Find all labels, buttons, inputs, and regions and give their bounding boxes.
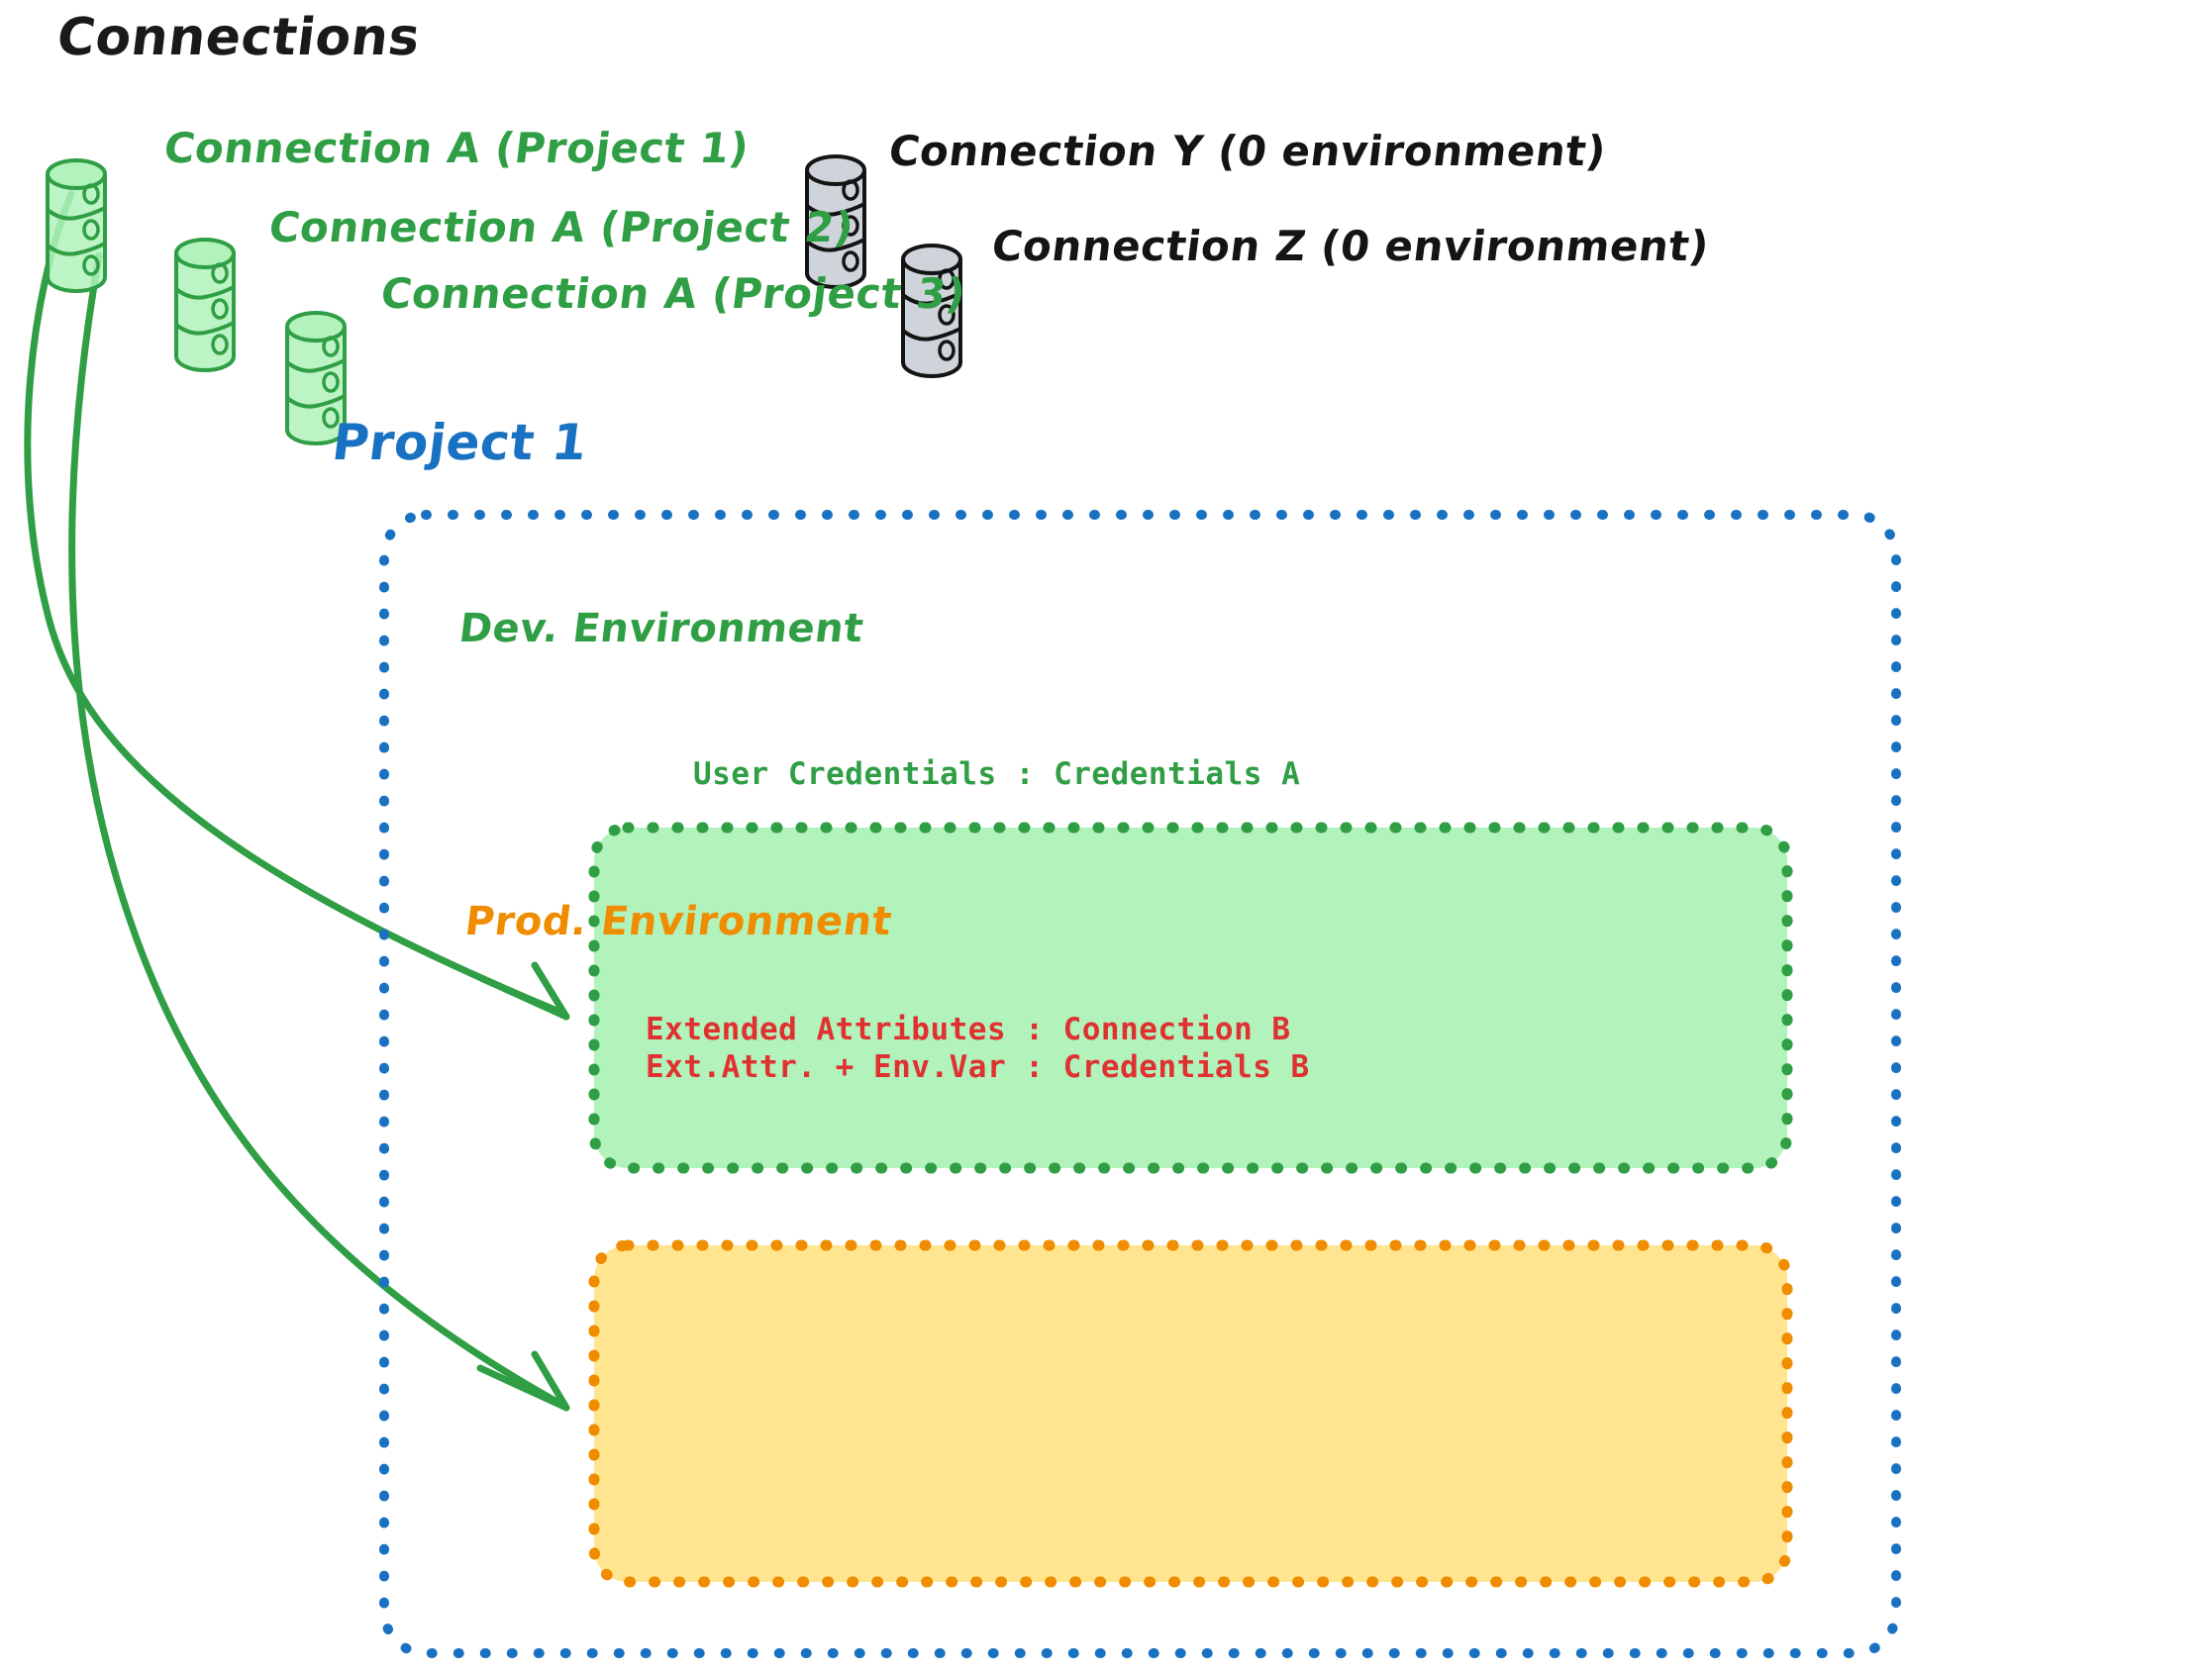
prod-environment-title: Prod. Environment bbox=[462, 899, 895, 944]
dev-environment-entry-user-credentials: User Credentials : Credentials A bbox=[693, 756, 1301, 792]
arrow-connection-a-to-prod bbox=[68, 251, 570, 1412]
arrow-connection-a-to-dev bbox=[24, 190, 570, 1021]
connection-label-y: Connection Y (0 environment) bbox=[885, 127, 1609, 175]
database-cylinder-icon-connection-a-1 bbox=[46, 158, 107, 293]
database-cylinder-icon-connection-a-3 bbox=[285, 311, 347, 445]
project-title: Project 1 bbox=[329, 414, 591, 471]
connection-label-a-project-1: Connection A (Project 1) bbox=[160, 124, 753, 172]
dev-environment-title: Dev. Environment bbox=[456, 606, 866, 651]
database-cylinder-icon-connection-a-2 bbox=[174, 238, 236, 372]
dev-environment-box bbox=[588, 822, 1793, 1174]
prod-environment-box bbox=[588, 1239, 1793, 1588]
connection-label-a-project-2: Connection A (Project 2) bbox=[265, 203, 857, 251]
database-cylinder-icon-connection-z bbox=[901, 244, 962, 378]
connection-label-z: Connection Z (0 environment) bbox=[988, 222, 1712, 270]
prod-environment-entry-ext-attr-env-var: Ext.Attr. + Env.Var : Credentials B bbox=[646, 1049, 1310, 1085]
database-cylinder-icon-connection-y bbox=[805, 154, 866, 289]
connections-heading: Connections bbox=[53, 8, 424, 67]
prod-environment-entry-extended-attributes: Extended Attributes : Connection B bbox=[646, 1012, 1291, 1047]
connection-label-a-project-3: Connection A (Project 3) bbox=[377, 269, 969, 318]
